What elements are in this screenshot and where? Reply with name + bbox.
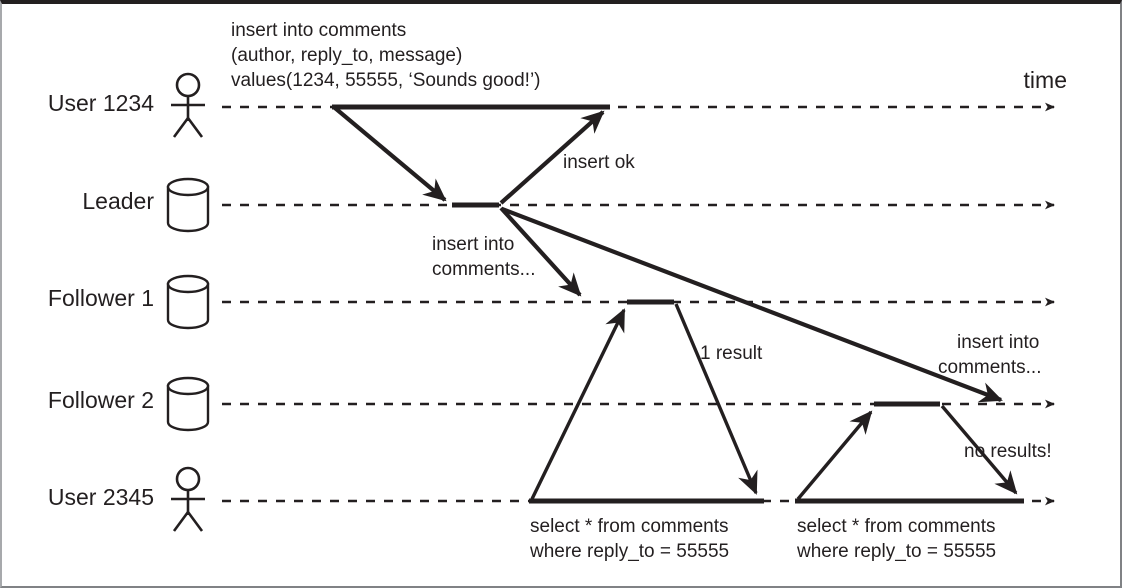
note-replicate-follower1-line1: insert into xyxy=(432,234,514,255)
note-insert-statement-line2: (author, reply_to, message) xyxy=(231,45,462,66)
database-cylinder-icon-follower2 xyxy=(166,376,210,432)
actor-stick-figure-icon-user2345 xyxy=(171,466,205,532)
message-insert-ok xyxy=(499,110,605,205)
message-select-follower1 xyxy=(530,308,626,500)
note-replicate-follower2-line2: comments... xyxy=(938,357,1041,378)
message-replicate-follower2 xyxy=(501,207,1003,403)
note-select-left-line1: select * from comments xyxy=(530,516,729,537)
note-select-right-line2: where reply_to = 55555 xyxy=(796,541,996,562)
actor-stick-figure-icon-user1234 xyxy=(171,72,205,138)
sequence-diagram-canvas: User 1234 Leader Follower 1 Follower 2 U… xyxy=(48,20,1067,562)
message-select-follower2 xyxy=(796,410,873,501)
note-select-right-line1: select * from comments xyxy=(797,516,996,537)
message-replicate-follower1 xyxy=(499,206,582,297)
lane-label-user2345: User 2345 xyxy=(48,484,154,510)
note-replicate-follower1-line2: comments... xyxy=(432,259,535,280)
note-insert-ok: insert ok xyxy=(563,152,635,173)
message-no-results xyxy=(940,404,1018,495)
lane-label-follower2: Follower 2 xyxy=(48,387,154,413)
note-one-result: 1 result xyxy=(700,343,763,364)
time-axis-label: time xyxy=(1024,67,1067,93)
note-select-left-line2: where reply_to = 55555 xyxy=(529,541,729,562)
note-replicate-follower2-line1: insert into xyxy=(957,332,1039,353)
lane-label-leader: Leader xyxy=(82,188,154,214)
lane-label-follower1: Follower 1 xyxy=(48,285,154,311)
note-insert-statement-line3: values(1234, 55555, ‘Sounds good!’) xyxy=(231,70,541,91)
lane-label-user1234: User 1234 xyxy=(48,90,154,116)
database-cylinder-icon-follower1 xyxy=(166,274,210,330)
message-one-result xyxy=(674,303,758,495)
note-insert-statement-line1: insert into comments xyxy=(231,20,406,41)
message-insert-request xyxy=(333,106,447,202)
note-no-results: no results! xyxy=(964,441,1052,462)
database-cylinder-icon-leader xyxy=(166,177,210,233)
